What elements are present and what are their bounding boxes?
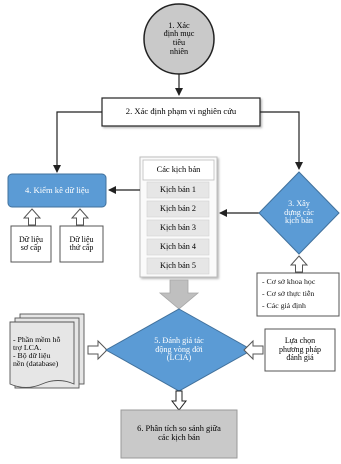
scenarios-title-box <box>142 159 215 181</box>
secondary-data-label: Dữ liệu thứ cấp <box>69 234 94 252</box>
scenario-1-label: Kịch bản 1 <box>160 184 196 194</box>
scenarios-title: Các kịch bản <box>156 164 201 174</box>
method-label: Lựa chọn phương pháp đánh giá <box>278 336 322 363</box>
method-box <box>264 328 336 372</box>
basis-box <box>256 272 340 317</box>
step6-box <box>120 409 238 459</box>
scenario-1-box <box>146 181 210 199</box>
scenario-2-box <box>146 200 210 218</box>
step6-label: 6. Phân tích so sánh giữa các kịch bản <box>137 424 221 442</box>
step4-label: 4. Kiểm kê dữ liệu <box>24 184 90 195</box>
scenario-5-box <box>146 257 210 275</box>
arrow-2-to-4 <box>53 111 102 173</box>
arrow-5-to-6 <box>170 390 188 411</box>
scenario-3-box <box>146 219 210 237</box>
scenario-3-label: Kịch bản 3 <box>160 222 196 232</box>
step2-label: 2. Xác định phạm vi nghiên cứu <box>125 106 237 117</box>
arrow-2-to-3 <box>260 111 303 170</box>
step2-box <box>101 97 261 127</box>
basis-list: - Cơ sở khoa học - Cơ sở thực tiễn - Các… <box>262 276 338 312</box>
step3-label: 3. Xây dựng các kịch bản <box>284 199 314 226</box>
hollow-arrow-primary <box>22 208 42 226</box>
scenario-4-label: Kịch bản 4 <box>160 241 196 251</box>
primary-data-box <box>10 225 52 263</box>
hollow-arrow-secondary <box>70 208 90 226</box>
hollow-arrow-basis <box>289 255 309 273</box>
basis-item-practical: - Cơ sở thực tiễn <box>262 289 315 298</box>
hollow-arrow-method-to-5 <box>243 339 264 361</box>
step1-label: 1. Xác định mục tiêu nhiên <box>163 20 195 56</box>
step3-diamond <box>258 171 340 255</box>
scenario-4-box <box>146 238 210 256</box>
thick-arrow-scenarios-to-5 <box>158 279 200 310</box>
step5-label: 5. Đánh giá tác động vòng đời (LCIA) <box>154 336 204 363</box>
basis-item-assumptions: - Các giả định <box>262 301 306 310</box>
scenario-2-label: Kịch bản 2 <box>160 203 196 213</box>
scenario-5-label: Kịch bản 5 <box>160 260 196 270</box>
basis-item-scientific: - Cơ sở khoa học <box>262 277 316 286</box>
software-doc-front <box>9 321 75 388</box>
step4-box <box>7 173 107 208</box>
secondary-data-box <box>59 225 104 263</box>
software-label: - Phần mềm hỗ trợ LCA. - Bộ dữ liệu nền … <box>13 334 61 369</box>
hollow-arrow-software-to-5 <box>87 339 108 361</box>
primary-data-label: Dữ liệu sơ cấp <box>18 234 44 252</box>
